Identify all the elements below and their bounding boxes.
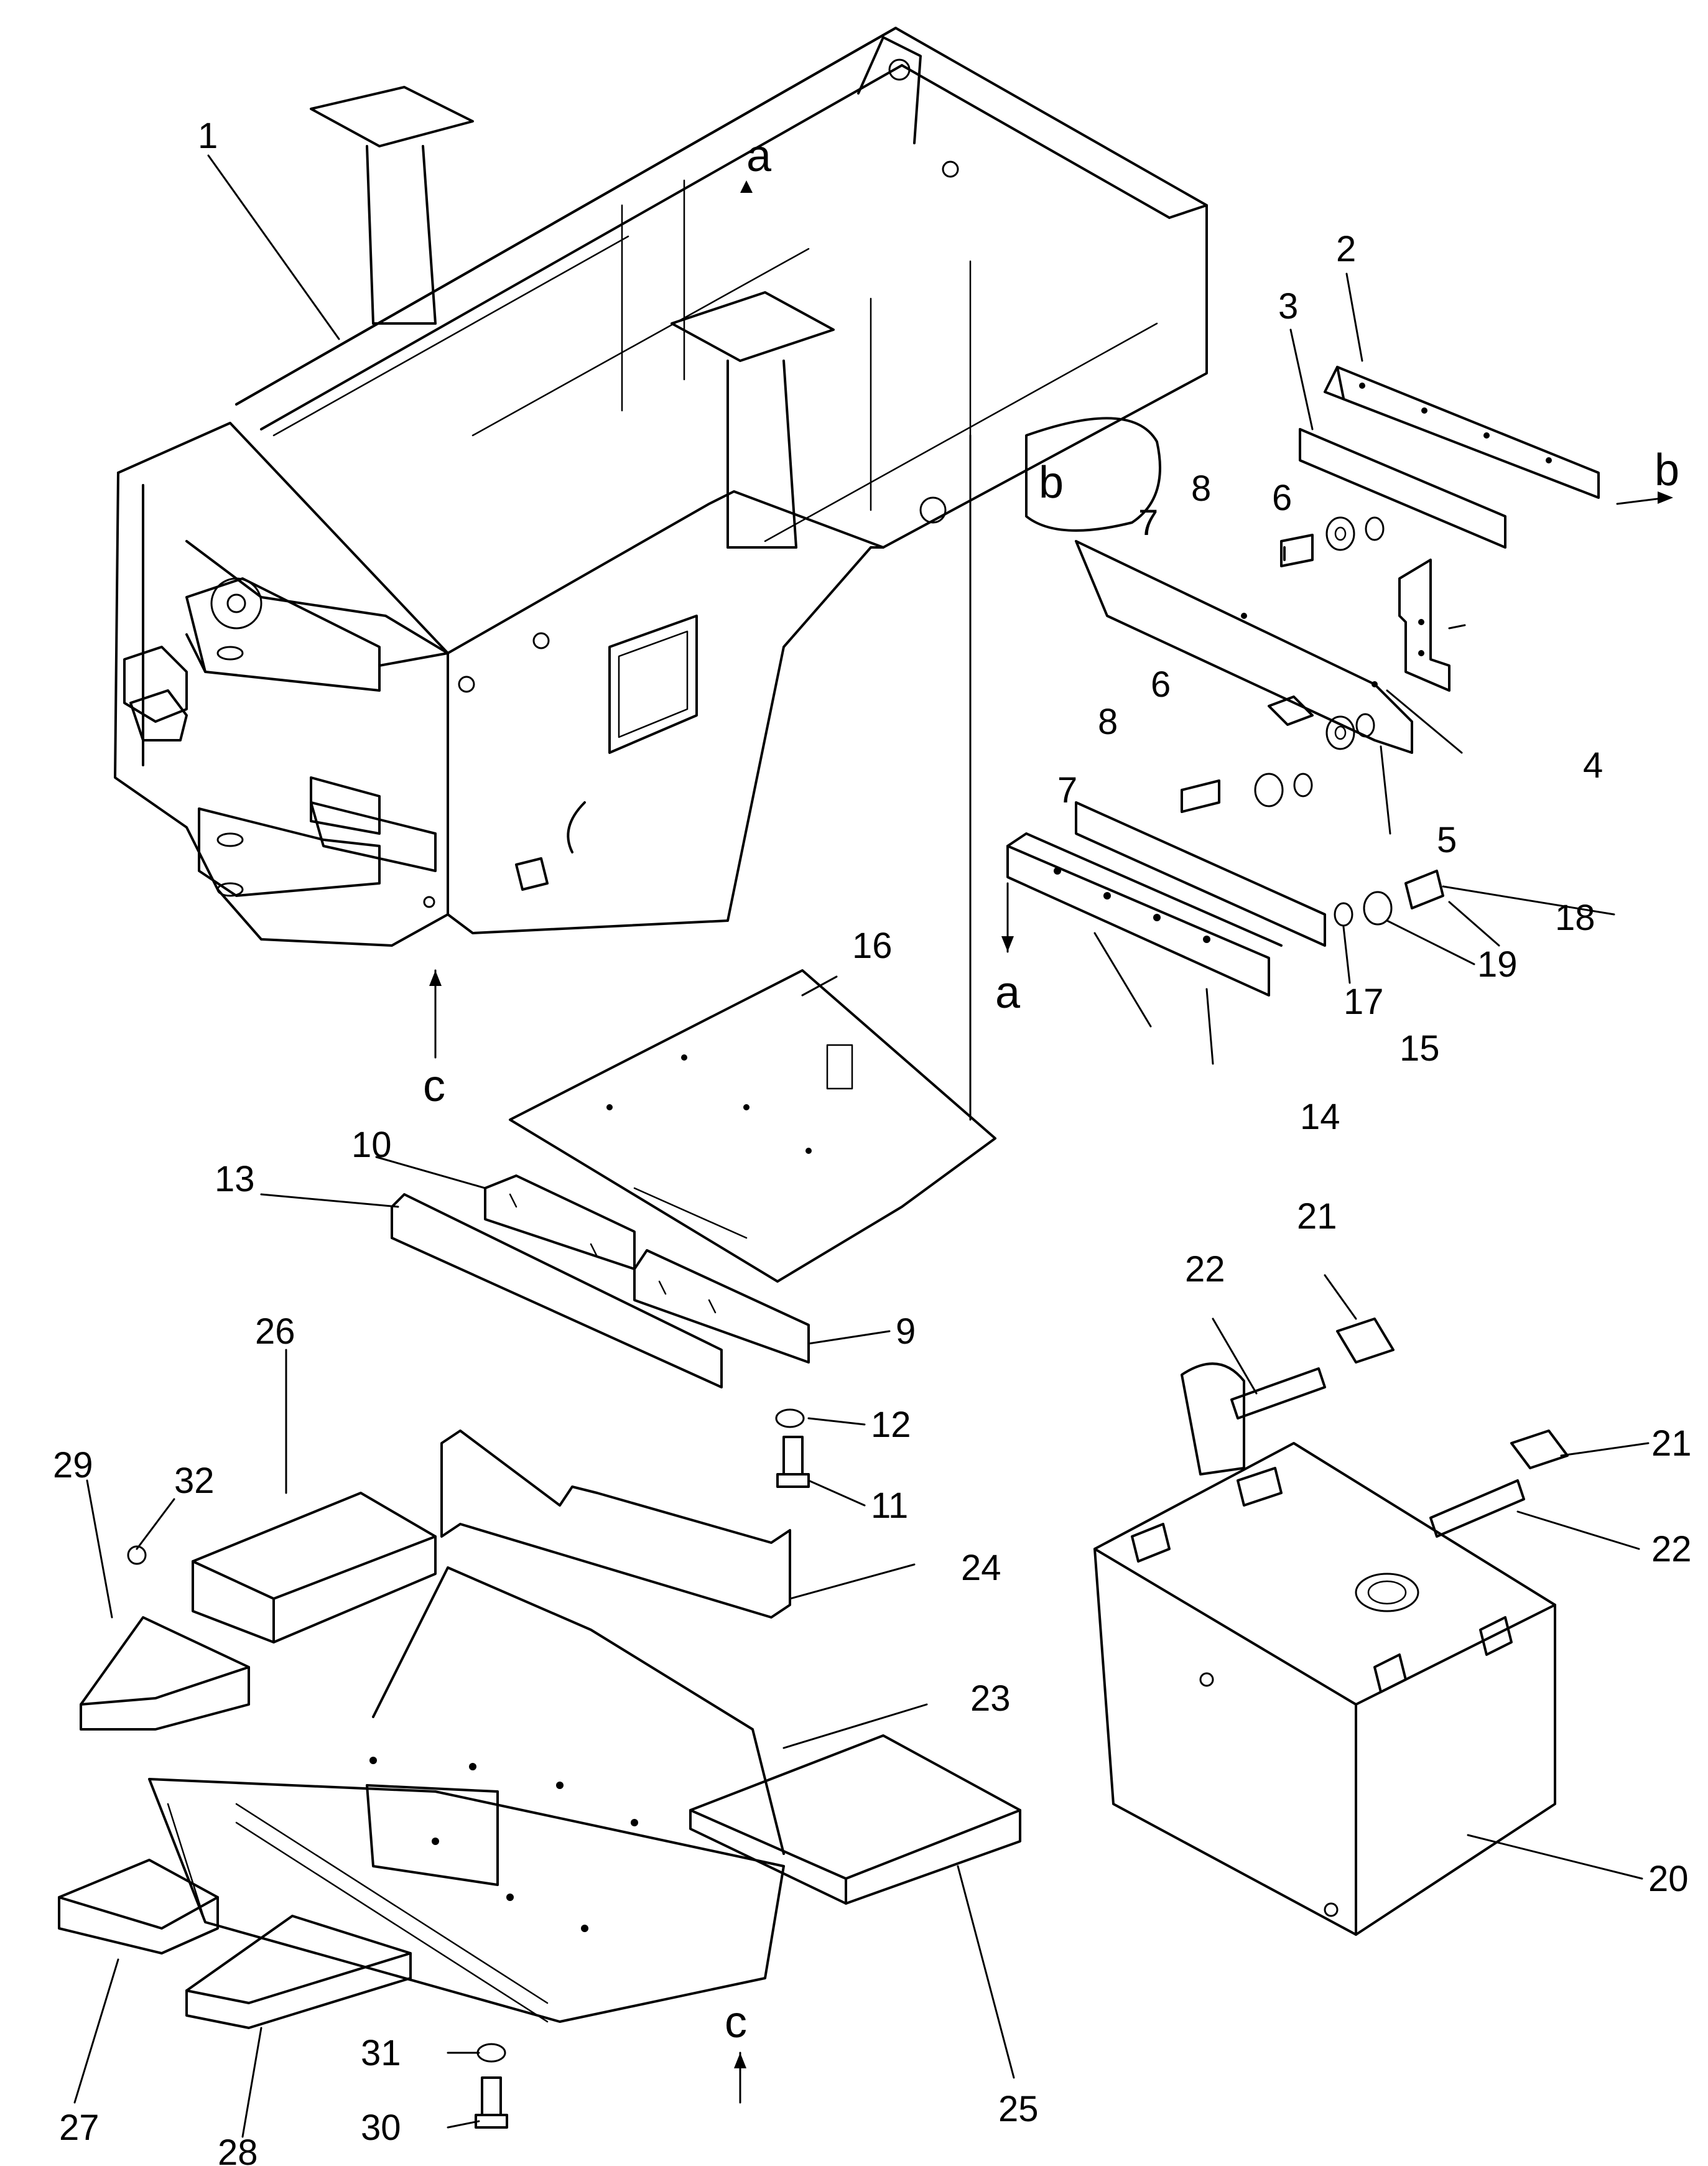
- callout-14: 14: [1300, 1097, 1340, 1137]
- callout-23: 23: [970, 1678, 1011, 1719]
- callout-8-upper: 8: [1191, 468, 1211, 509]
- view-letter-a-rail: a: [995, 968, 1021, 1018]
- leader-lines: [73, 154, 1668, 2138]
- callout-6-upper: 6: [1272, 478, 1292, 518]
- blocks-21-22: [1230, 1318, 1569, 1538]
- rail-15: [1075, 801, 1326, 947]
- direction-arrows: [429, 180, 1673, 2068]
- bracket-9: [633, 1249, 810, 1364]
- callout-22-upper: 22: [1185, 1249, 1225, 1290]
- callout-26: 26: [255, 1311, 295, 1352]
- callout-2: 2: [1336, 229, 1356, 269]
- callout-9: 9: [896, 1311, 916, 1352]
- plate-3: [1299, 428, 1506, 549]
- callout-20: 20: [1648, 1859, 1689, 1899]
- callout-21-lower: 21: [1651, 1423, 1692, 1464]
- floor-plate-23: [148, 1566, 785, 2023]
- callout-16: 16: [852, 926, 893, 966]
- callout-11: 11: [871, 1485, 908, 1526]
- fasteners-upper: [1181, 516, 1385, 813]
- callout-6-lower: 6: [1151, 664, 1171, 705]
- callout-29: 29: [53, 1445, 93, 1485]
- bracket-4: [1398, 559, 1450, 692]
- callout-19: 19: [1477, 944, 1518, 985]
- plate-5: [1075, 540, 1413, 754]
- pad-29: [80, 1545, 250, 1731]
- bracket-10: [484, 1174, 636, 1270]
- callout-28: 28: [218, 2132, 258, 2166]
- view-letters: a a b b c c: [423, 131, 1679, 2047]
- callout-27: 27: [59, 2108, 100, 2148]
- callout-22-lower: 22: [1651, 1529, 1692, 1569]
- callout-4: 4: [1583, 745, 1603, 786]
- callout-15: 15: [1399, 1028, 1440, 1069]
- tank-20: [1093, 1362, 1556, 1936]
- pad-26: [192, 1492, 437, 1643]
- pad-24: [440, 1429, 791, 1619]
- main-frame: [114, 27, 1208, 947]
- callout-24: 24: [961, 1548, 1001, 1588]
- callout-32: 32: [174, 1461, 215, 1501]
- rail-14: [1006, 832, 1283, 997]
- pad-28: [185, 1915, 412, 2029]
- callout-1: 1: [198, 116, 218, 156]
- callout-numbers: 1 2 3 4 5 6 6 7 7 8 8 9 10 11 12 13 14 1…: [53, 116, 1692, 2166]
- fasteners-30-31: [475, 2043, 508, 2129]
- view-letter-c-floor: c: [725, 1997, 747, 2047]
- view-letter-b-cutout: b: [1039, 458, 1064, 508]
- view-letter-a-top: a: [746, 131, 772, 181]
- callout-21-upper: 21: [1297, 1196, 1337, 1237]
- callout-5: 5: [1437, 820, 1457, 860]
- callout-8-lower: 8: [1098, 702, 1118, 742]
- callout-17: 17: [1344, 982, 1384, 1022]
- view-letter-b-plate: b: [1655, 445, 1679, 495]
- callout-30: 30: [361, 2108, 401, 2148]
- callout-31: 31: [361, 2033, 401, 2073]
- callout-12: 12: [871, 1405, 911, 1445]
- callout-10: 10: [351, 1125, 392, 1165]
- pad-25: [689, 1734, 1021, 1905]
- callout-7-lower: 7: [1057, 770, 1077, 811]
- view-letter-c-frame: c: [423, 1061, 445, 1111]
- callout-18: 18: [1555, 898, 1595, 938]
- callout-13: 13: [215, 1159, 255, 1199]
- plate-2: [1324, 366, 1600, 499]
- callout-7-upper: 7: [1138, 503, 1158, 543]
- callout-3: 3: [1278, 286, 1298, 327]
- pad-27: [58, 1859, 219, 1955]
- plate-16: [509, 969, 996, 1283]
- fasteners-11-12: [775, 1408, 810, 1488]
- seal-13: [391, 1193, 723, 1388]
- fasteners-17-18-19: [1334, 870, 1444, 927]
- callout-25: 25: [998, 2089, 1039, 2129]
